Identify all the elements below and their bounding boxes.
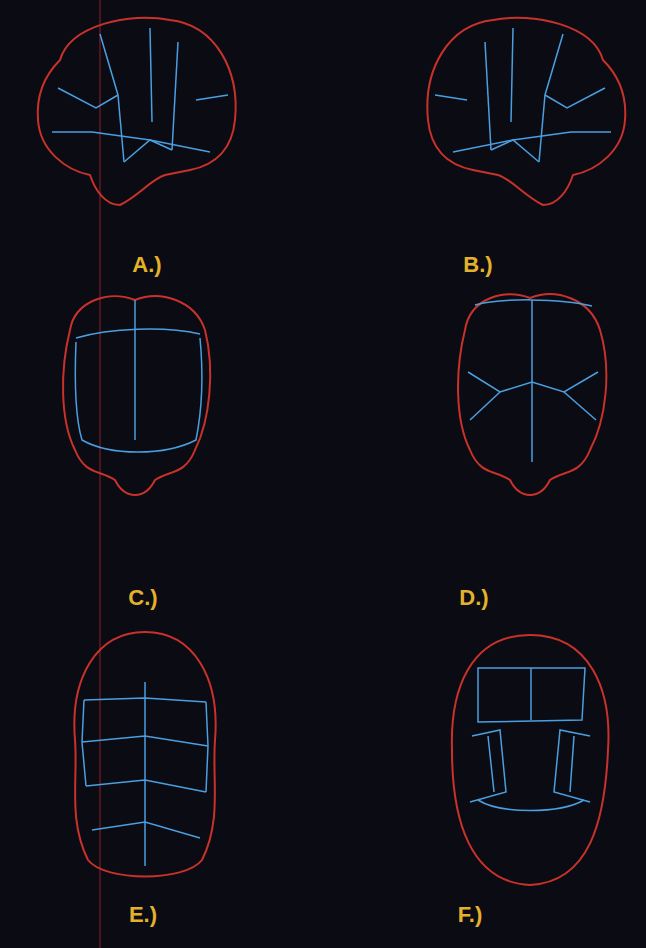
panel-label: F.) (458, 904, 482, 926)
panel-label: A.) (132, 254, 161, 276)
panel-label: E.) (129, 904, 157, 926)
panel-label: D.) (459, 587, 488, 609)
panel-label: C.) (128, 587, 157, 609)
panel-label: B.) (463, 254, 492, 276)
